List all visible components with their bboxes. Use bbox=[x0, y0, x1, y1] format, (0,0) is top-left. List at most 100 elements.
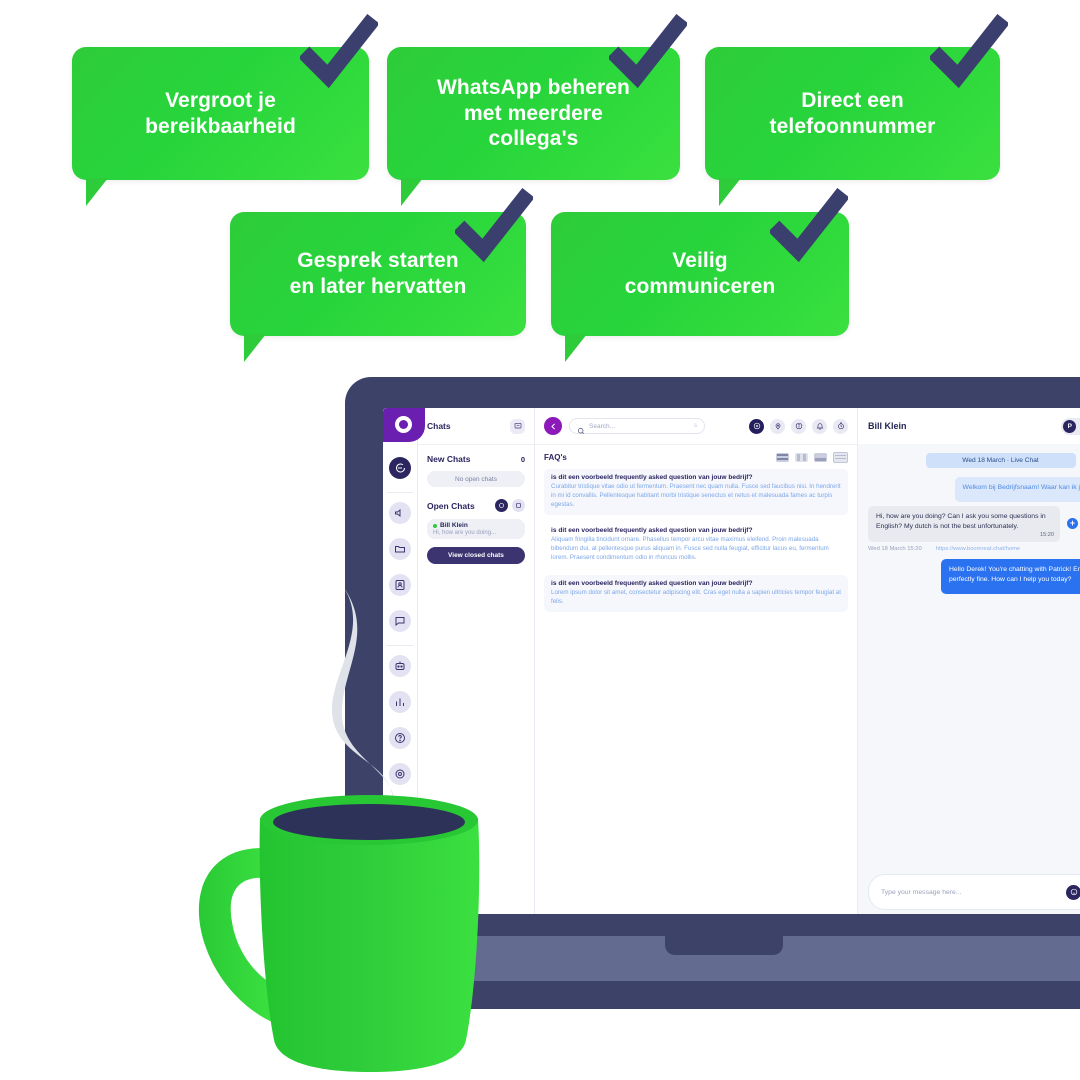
rail-settings-icon[interactable] bbox=[389, 763, 411, 785]
conversation-panel: Bill Klein P Patrick Wed 18 March · Live… bbox=[858, 408, 1080, 920]
faq-item[interactable]: is dit een voorbeeld frequently asked qu… bbox=[544, 574, 848, 612]
message-text: Welkom bij Bedrijfsnaam! Waar kan ik je … bbox=[962, 484, 1080, 491]
clock-icon[interactable] bbox=[833, 418, 848, 434]
rail-messages-icon[interactable] bbox=[389, 457, 411, 479]
laptop-device: Chats New Chats 0 No open chats Open Cha… bbox=[345, 377, 1080, 1009]
new-chats-count: 0 bbox=[520, 454, 525, 464]
sort-icon[interactable] bbox=[512, 499, 525, 512]
message-text: Hi, how are you doing? Can I ask you som… bbox=[876, 513, 1046, 531]
compose-icon[interactable] bbox=[510, 418, 525, 434]
rail-comment-icon[interactable] bbox=[389, 610, 411, 632]
faq-item[interactable]: is dit een voorbeeld frequently asked qu… bbox=[544, 469, 848, 515]
composer-placeholder: Type your message here... bbox=[881, 888, 962, 896]
mug-coffee bbox=[273, 804, 465, 840]
new-chats-label: New Chats bbox=[427, 454, 471, 464]
filter-icon[interactable] bbox=[495, 499, 508, 512]
layout-grid-icon[interactable] bbox=[833, 451, 848, 463]
emoji-icon[interactable] bbox=[1066, 884, 1080, 900]
nav-rail-buttons bbox=[383, 444, 417, 920]
day-divider: Wed 18 March · Live Chat bbox=[925, 453, 1076, 468]
bell-icon[interactable] bbox=[812, 418, 827, 434]
faq-subheader: FAQ's bbox=[535, 445, 857, 469]
faq-answer: Curabitur tristique vitae odio ut fermen… bbox=[551, 483, 841, 508]
faq-question: is dit een voorbeeld frequently asked qu… bbox=[551, 474, 753, 481]
location-icon[interactable] bbox=[770, 418, 785, 434]
chat-list-item-name: Bill Klein bbox=[440, 522, 468, 529]
feature-bubble-2: WhatsApp beheren met meerdere collega's bbox=[387, 47, 680, 206]
faq-toolbar-icons bbox=[749, 418, 848, 434]
mug-body bbox=[259, 818, 480, 1072]
feature-bubble-2-label: WhatsApp beheren met meerdere collega's bbox=[437, 76, 630, 151]
faq-toolbar: Search... s bbox=[535, 408, 857, 445]
meta-timestamp: Wed 18 March 15:20 bbox=[868, 545, 922, 552]
laptop-base-bottom bbox=[365, 981, 1080, 1009]
feature-bubble-1-label: Vergroot je bereikbaarheid bbox=[145, 88, 296, 138]
steam-swirl bbox=[331, 580, 394, 829]
message-bubble: Hi, how are you doing? Can I ask you som… bbox=[868, 506, 1060, 542]
feature-bubble-5: Veilig communiceren bbox=[551, 212, 849, 362]
no-open-chats-pill: No open chats bbox=[427, 471, 525, 487]
feature-bubble-4: Gesprek starten en later hervatten bbox=[230, 212, 526, 362]
faq-title: FAQ's bbox=[544, 452, 567, 462]
message-time: 15:20 bbox=[1040, 532, 1054, 539]
search-placeholder: Search... bbox=[589, 422, 616, 430]
chat-application: Chats New Chats 0 No open chats Open Cha… bbox=[383, 408, 1080, 920]
rail-chart-icon[interactable] bbox=[389, 691, 411, 713]
chats-title: Chats bbox=[427, 421, 451, 431]
add-icon[interactable]: + bbox=[1067, 518, 1078, 530]
message-text: Hello Derek! You're chatting with Patric… bbox=[949, 565, 1080, 583]
feature-bubble-3-label: Direct een telefoonnummer bbox=[769, 88, 936, 138]
faq-list: is dit een voorbeeld frequently asked qu… bbox=[535, 469, 857, 619]
faq-panel: Search... s bbox=[535, 408, 858, 920]
layout-columns-icon[interactable] bbox=[795, 452, 808, 462]
layout-split-icon[interactable] bbox=[814, 452, 827, 462]
rail-robot-icon[interactable] bbox=[389, 655, 411, 677]
layout-rows-icon[interactable] bbox=[776, 452, 789, 462]
pause-icon[interactable] bbox=[749, 418, 764, 434]
conversation-header: Bill Klein P Patrick bbox=[858, 408, 1080, 444]
message-bubble: Welkom bij Bedrijfsnaam! Waar kan ik je … bbox=[954, 477, 1080, 503]
contact-name: Bill Klein bbox=[868, 421, 907, 431]
faq-question: is dit een voorbeeld frequently asked qu… bbox=[551, 579, 753, 587]
search-input[interactable]: Search... s bbox=[569, 418, 705, 434]
rail-contacts-icon[interactable] bbox=[389, 574, 411, 596]
coffee-mug bbox=[198, 580, 480, 1072]
faq-answer: Lorem ipsum dolor sit amet, consectetur … bbox=[551, 588, 841, 605]
info-icon[interactable] bbox=[791, 418, 806, 434]
rail-help-icon[interactable] bbox=[389, 727, 411, 749]
search-shortcut: s bbox=[694, 423, 697, 429]
new-chats-row: New Chats 0 bbox=[427, 454, 525, 464]
rail-folder-icon[interactable] bbox=[389, 538, 411, 560]
faq-question: is dit een voorbeeld frequently asked qu… bbox=[551, 526, 753, 534]
laptop-base-top bbox=[365, 914, 1080, 936]
faq-layout-icons bbox=[776, 451, 848, 463]
message-row: Hello Derek! You're chatting with Patric… bbox=[868, 558, 1080, 594]
view-closed-chats-button[interactable]: View closed chats bbox=[427, 547, 525, 564]
back-arrow-icon[interactable] bbox=[544, 417, 562, 435]
open-chats-actions bbox=[495, 499, 525, 512]
faq-item[interactable]: is dit een voorbeeld frequently asked qu… bbox=[544, 522, 848, 568]
feature-bubble-4-label: Gesprek starten en later hervatten bbox=[289, 249, 467, 298]
message-row: Hi, how are you doing? Can I ask you som… bbox=[868, 506, 1080, 542]
online-status-dot bbox=[433, 523, 437, 528]
open-chats-row: Open Chats bbox=[427, 499, 525, 512]
message-composer[interactable]: Type your message here... bbox=[868, 874, 1080, 910]
meta-url[interactable]: https://www.boomreat.chat/home bbox=[935, 545, 1021, 552]
message-row: Welkom bij Bedrijfsnaam! Waar kan ik je … bbox=[868, 477, 1080, 503]
feature-bubble-3: Direct een telefoonnummer bbox=[705, 47, 1000, 206]
feature-bubble-1: Vergroot je bereikbaarheid bbox=[72, 47, 369, 206]
assigned-agent[interactable]: P Patrick bbox=[1061, 417, 1080, 435]
chat-list-item-preview: Hi, how are you doing... bbox=[433, 530, 497, 536]
chat-list-item[interactable]: Bill Klein Hi, how are you doing... bbox=[427, 519, 525, 539]
laptop-base-notch bbox=[665, 936, 783, 955]
logo-mark bbox=[394, 415, 412, 433]
rail-campaign-icon[interactable] bbox=[389, 502, 411, 524]
app-screen: Chats New Chats 0 No open chats Open Cha… bbox=[383, 408, 1080, 920]
chats-panel-body: New Chats 0 No open chats Open Chats bbox=[418, 445, 534, 564]
chat-logo[interactable] bbox=[383, 408, 425, 442]
rail-divider bbox=[387, 492, 413, 493]
mug-handle bbox=[198, 848, 272, 1022]
avatar: P bbox=[1063, 419, 1077, 433]
search-icon bbox=[577, 422, 585, 434]
